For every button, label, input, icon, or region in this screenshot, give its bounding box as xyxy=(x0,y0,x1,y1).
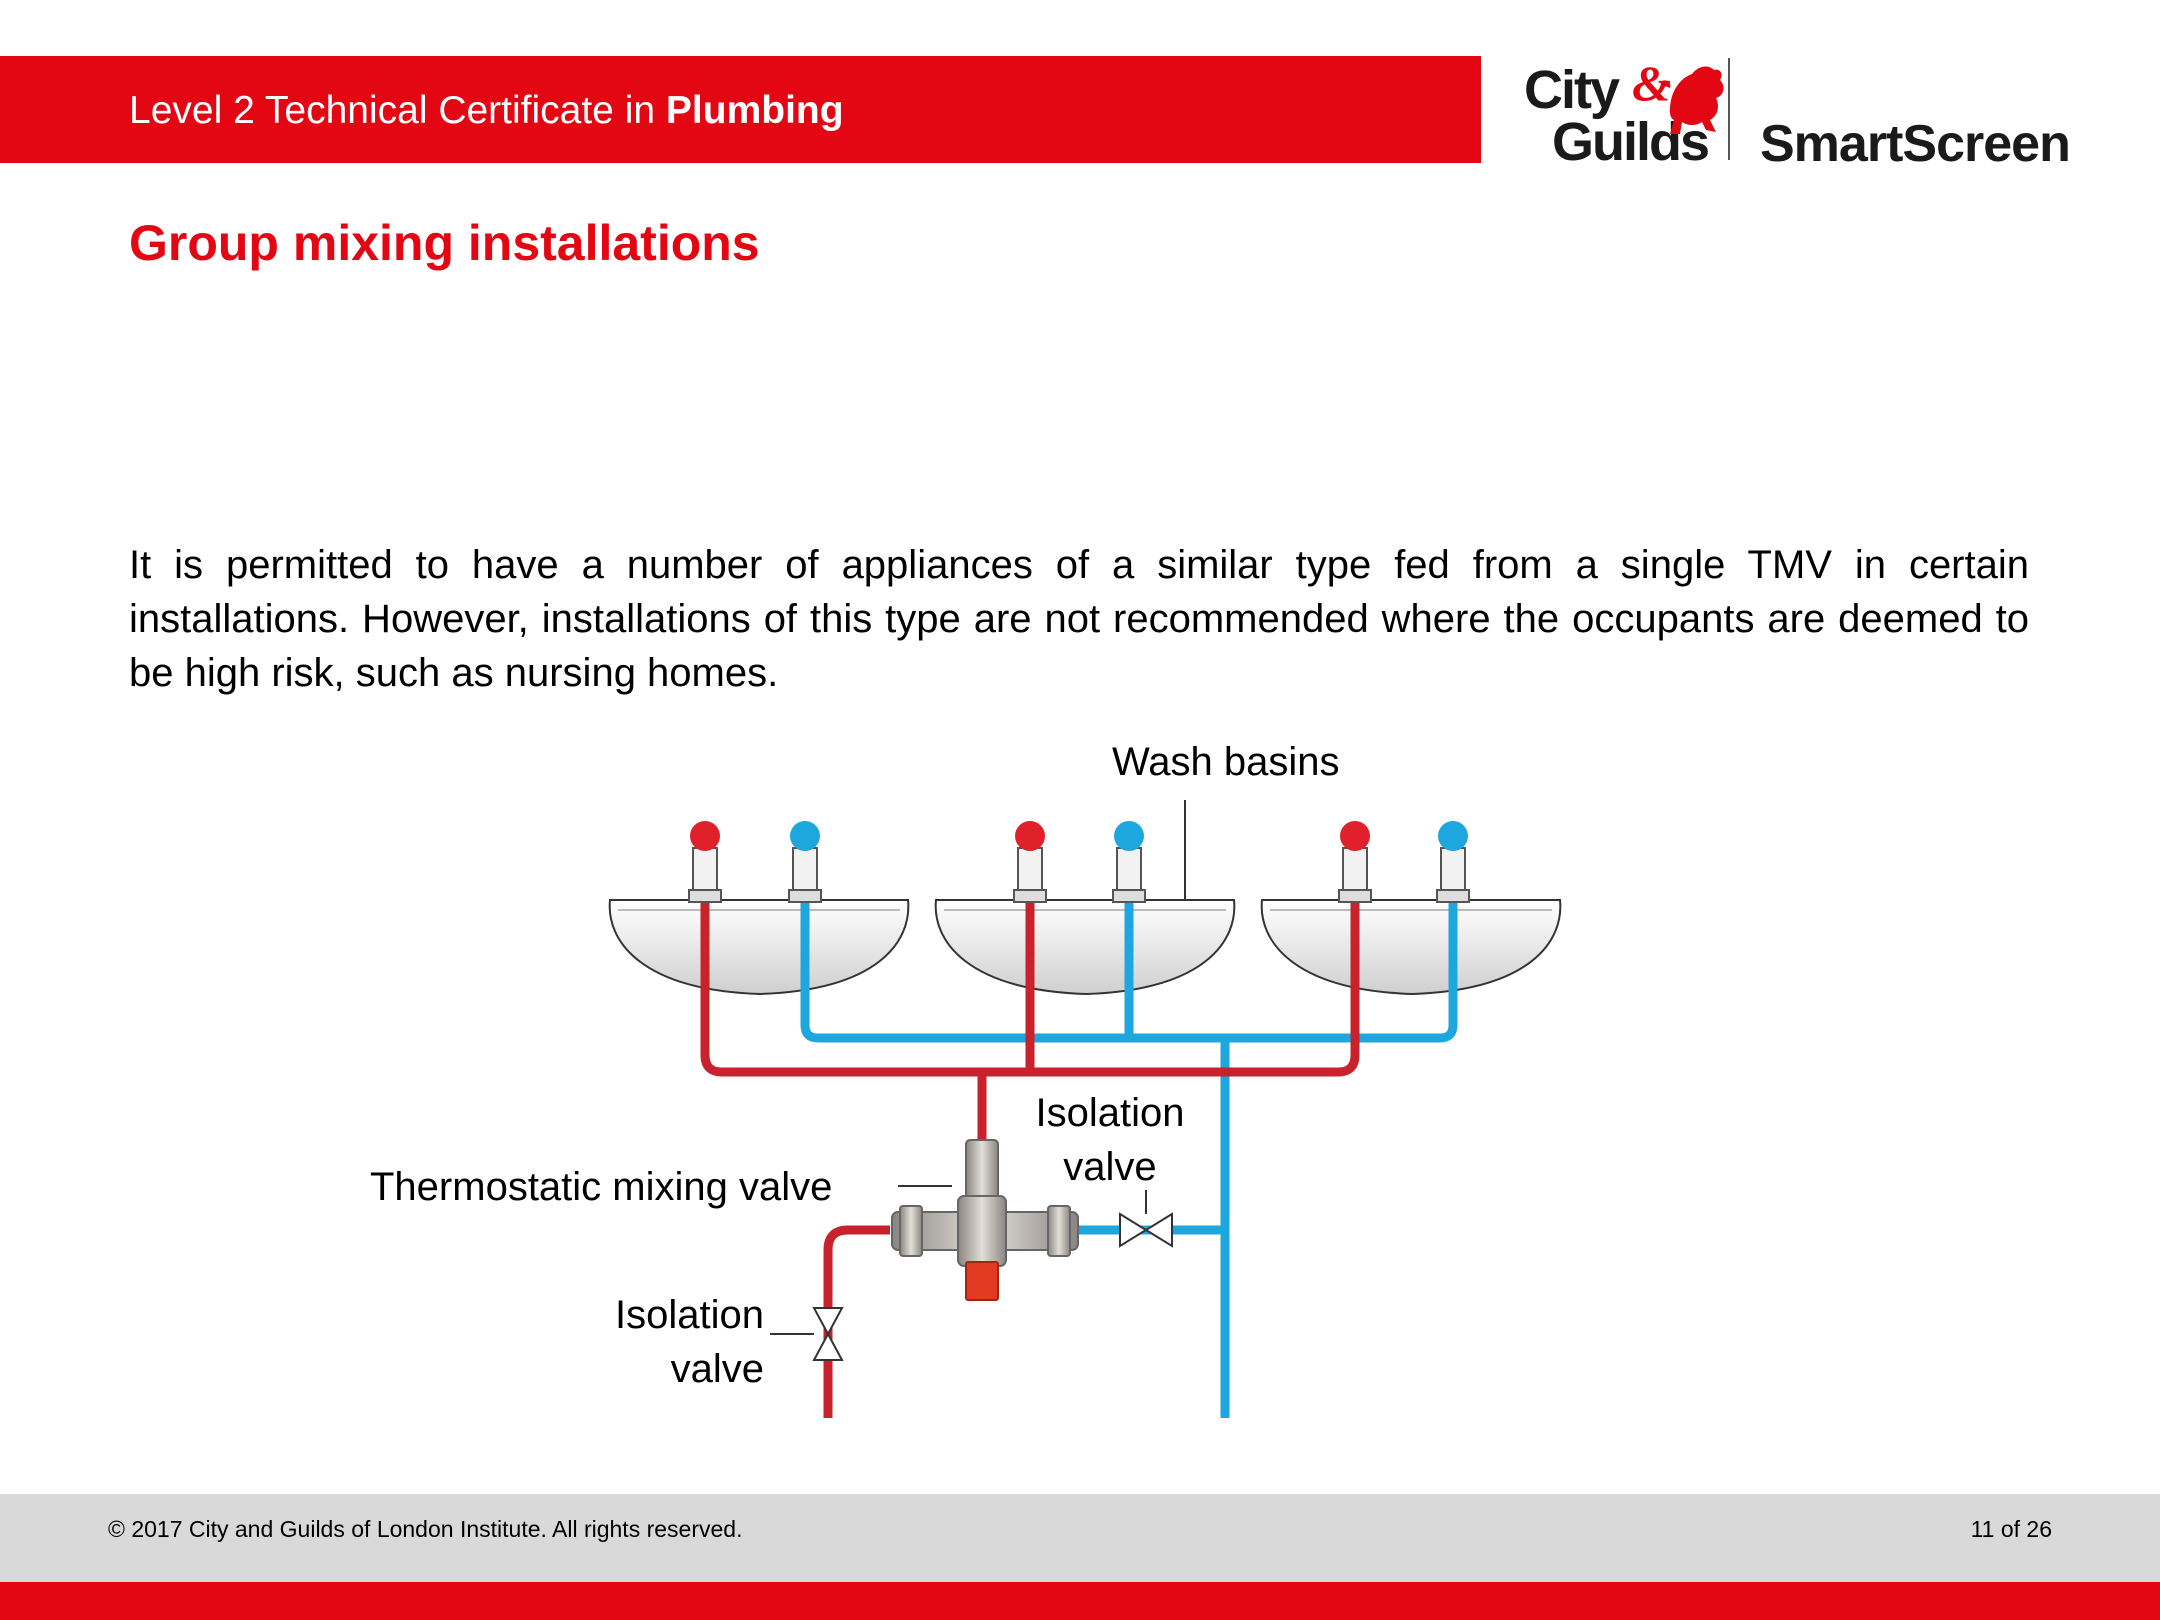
label-wash-basins: Wash basins xyxy=(1112,740,1340,784)
label-isolation-valve-cold-line2: valve xyxy=(1063,1145,1157,1189)
leader-lines xyxy=(770,800,1186,1335)
wash-basin-2 xyxy=(934,899,1236,996)
slide-page-indicator: 11 of 26 xyxy=(1970,1516,2052,1542)
course-title-subject: Plumbing xyxy=(665,89,844,132)
smartscreen-wordmark: SmartScreen xyxy=(1760,115,2071,173)
hot-tap-icon xyxy=(688,821,722,903)
label-isolation-valve-cold-line1: Isolation xyxy=(1035,1091,1185,1135)
hot-tap-icon xyxy=(1013,821,1047,903)
group-mixing-diagram xyxy=(608,800,1562,1418)
isolation-valve-cold-icon xyxy=(1119,1212,1173,1248)
cold-tap-icon xyxy=(788,821,822,903)
label-isolation-valve-hot-line1: Isolation xyxy=(615,1293,764,1337)
label-isolation-valve-cold: Isolation valve xyxy=(1010,1086,1210,1194)
bottom-red-bar xyxy=(0,1582,2160,1620)
cold-tap-icon xyxy=(1112,821,1146,903)
wash-basin-1 xyxy=(608,899,910,996)
footer-copyright: © 2017 City and Guilds of London Institu… xyxy=(108,1516,743,1542)
label-isolation-valve-hot: Isolation valve xyxy=(560,1288,764,1396)
thermostatic-mixing-valve-icon xyxy=(891,1139,1079,1301)
isolation-valve-hot-icon xyxy=(812,1307,844,1361)
slide-body-text: It is permitted to have a number of appl… xyxy=(129,543,2029,695)
lion-icon xyxy=(1660,66,1724,134)
header-band xyxy=(0,56,1481,163)
city-and-guilds-logo: City & Guilds xyxy=(1524,55,1724,172)
hot-tap-icon xyxy=(1338,821,1372,903)
footer-band xyxy=(0,1494,2160,1582)
course-title-prefix: Level 2 Technical Certificate in xyxy=(129,89,666,132)
cold-water-pipework xyxy=(800,900,1458,1418)
label-thermostatic-mixing-valve: Thermostatic mixing valve xyxy=(370,1165,833,1209)
slide-heading: Group mixing installations xyxy=(129,215,760,271)
wash-basin-3 xyxy=(1260,899,1562,996)
course-title: Level 2 Technical Certificate in Plumbin… xyxy=(129,56,844,163)
cold-tap-icon xyxy=(1436,821,1470,903)
logo-divider xyxy=(1728,58,1730,160)
label-isolation-valve-hot-line2: valve xyxy=(670,1347,764,1391)
logo-word-city: City xyxy=(1524,60,1620,120)
